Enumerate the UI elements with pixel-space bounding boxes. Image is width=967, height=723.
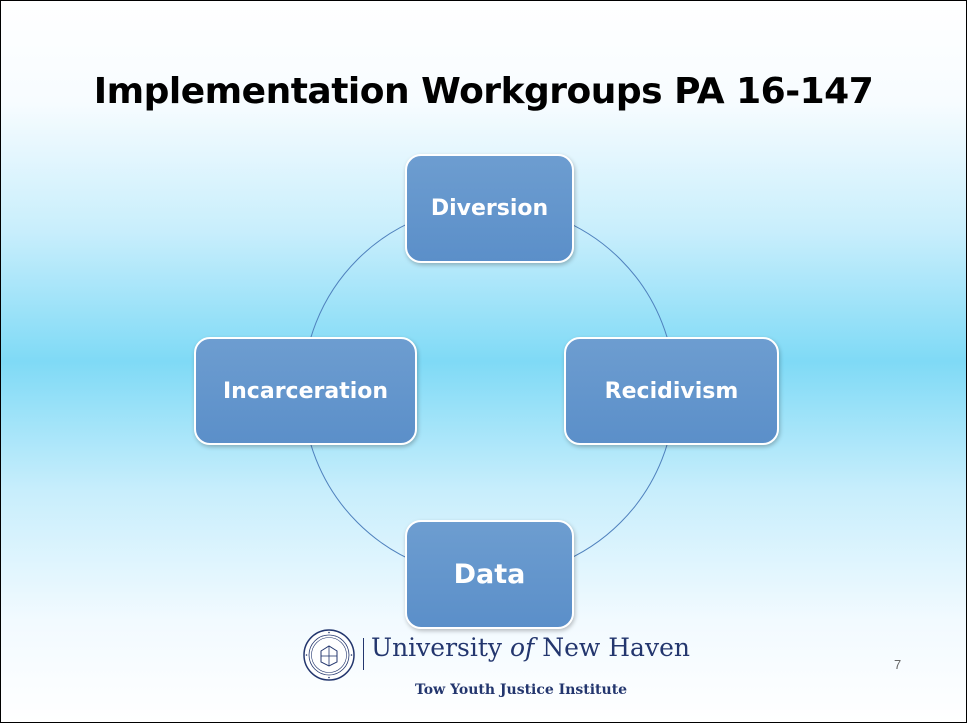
university-name-suffix: New Haven — [534, 633, 690, 662]
node-incarceration-label: Incarceration — [222, 378, 389, 404]
node-diversion: Diversion — [405, 154, 574, 263]
institute-name: Tow Youth Justice Institute — [415, 682, 628, 698]
slide-title: Implementation Workgroups PA 16-147 — [93, 71, 874, 112]
university-seal-icon — [303, 629, 355, 681]
node-diversion-label: Diversion — [430, 196, 549, 221]
university-name-of: of — [509, 633, 535, 662]
node-incarceration: Incarceration — [194, 337, 417, 445]
university-logo: University of New Haven Tow Youth Justic… — [301, 629, 690, 707]
node-recidivism: Recidivism — [564, 337, 779, 445]
logo-divider — [363, 638, 364, 670]
slide-number: 7 — [894, 657, 902, 672]
node-data-label: Data — [453, 559, 526, 590]
node-recidivism-label: Recidivism — [604, 378, 739, 404]
university-name-prefix: University — [371, 633, 510, 662]
university-name: University of New Haven — [371, 633, 690, 662]
node-data: Data — [405, 520, 574, 629]
